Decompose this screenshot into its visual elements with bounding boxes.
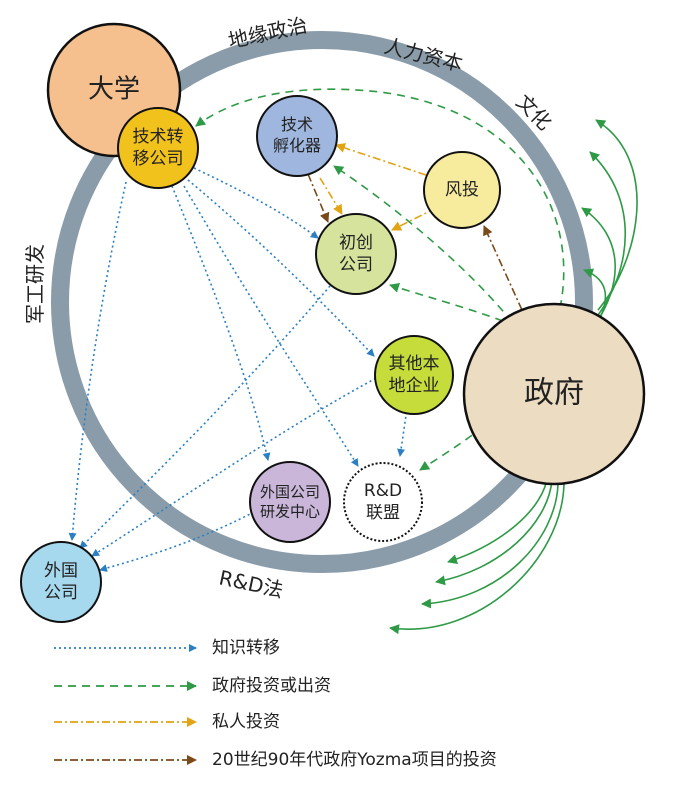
local-to-rd-alliance-arrow bbox=[397, 401, 409, 457]
tto-to-foreign-arrow bbox=[68, 181, 127, 541]
legend-item-gov-investment: 政府投资或出资 bbox=[54, 676, 331, 696]
legend-label-gov-investment: 政府投资或出资 bbox=[212, 676, 331, 696]
node-label: R&D bbox=[364, 481, 402, 501]
node-label: 外国 bbox=[44, 561, 78, 581]
ring-label-rd-law: R&D法 bbox=[217, 565, 285, 602]
nodes-layer: 大学技术转移公司技术孵化器风投初创公司其他本地企业政府外国公司研发中心R&D联盟… bbox=[20, 22, 646, 623]
tto-to-foreign-rd-arrow bbox=[171, 185, 271, 461]
gov-to-tto-arrow bbox=[195, 88, 565, 309]
node-label: 联盟 bbox=[366, 503, 400, 523]
yozma-investment-arrows bbox=[307, 173, 523, 311]
node-circle bbox=[315, 213, 397, 295]
node-label: 研发中心 bbox=[260, 502, 320, 520]
tto-to-local-arrow bbox=[187, 179, 375, 357]
node-circle bbox=[374, 335, 454, 415]
legend-label-knowledge-transfer: 知识转移 bbox=[212, 638, 280, 658]
tto-to-startup-arrow bbox=[193, 167, 319, 239]
node-circle bbox=[117, 107, 199, 189]
incubator-to-startup-yozma-arrow bbox=[307, 173, 330, 223]
node-label: 风投 bbox=[445, 180, 479, 200]
ecosystem-ring bbox=[51, 31, 593, 573]
legend-item-private-investment: 私人投资 bbox=[54, 712, 280, 732]
node-circle bbox=[462, 302, 646, 486]
gov-external-arrow bbox=[447, 473, 549, 564]
knowledge-transfer-arrows bbox=[68, 167, 409, 572]
node-government: 政府 bbox=[462, 302, 646, 486]
node-label: 其他本 bbox=[389, 354, 440, 374]
gov-external-arrow bbox=[389, 483, 565, 635]
gov-to-rd-alliance-arrow bbox=[419, 417, 495, 471]
legend-label-yozma-investment: 20世纪90年代政府Yozma项目的投资 bbox=[212, 750, 497, 770]
legend-label-private-investment: 私人投资 bbox=[212, 712, 280, 732]
node-circle bbox=[20, 541, 102, 623]
gov-to-incubator-arrow bbox=[333, 165, 513, 323]
startup-to-foreign-arrow bbox=[79, 285, 331, 549]
node-rd-alliance: R&D联盟 bbox=[343, 462, 423, 542]
gov-external-arrow bbox=[435, 479, 553, 586]
gov-external-arrow bbox=[421, 483, 559, 609]
node-circle bbox=[256, 95, 338, 177]
node-foreign: 外国公司 bbox=[20, 541, 102, 623]
legend: 知识转移 政府投资或出资 私人投资 20世纪90年代政府Yozma项目的投资 bbox=[54, 638, 497, 770]
node-label: 孵化器 bbox=[273, 136, 321, 155]
local-to-foreign-arrow bbox=[91, 375, 381, 557]
node-label: 大学 bbox=[88, 75, 140, 105]
node-label: 公司 bbox=[339, 255, 373, 275]
private-investment-arrows bbox=[319, 143, 437, 231]
node-label: 移公司 bbox=[133, 149, 184, 169]
node-label: 公司 bbox=[44, 583, 78, 603]
incubator-to-startup-gold-arrow bbox=[319, 177, 343, 215]
foreign-rd-to-foreign-arrow bbox=[99, 511, 255, 572]
node-circle bbox=[343, 462, 423, 542]
node-label: 初创 bbox=[339, 233, 373, 253]
node-label: 地企业 bbox=[389, 376, 440, 396]
node-label: 技术转 bbox=[133, 127, 184, 147]
node-circle bbox=[423, 151, 501, 229]
node-vc: 风投 bbox=[423, 151, 501, 229]
gov-to-startup-arrow bbox=[389, 283, 517, 327]
legend-item-knowledge-transfer: 知识转移 bbox=[54, 638, 280, 658]
legend-item-yozma-investment: 20世纪90年代政府Yozma项目的投资 bbox=[54, 750, 497, 770]
node-label: 外国公司 bbox=[260, 483, 320, 501]
node-label: 技术 bbox=[281, 115, 313, 134]
vc-to-incubator-arrow bbox=[335, 143, 427, 176]
gov-external-arrow bbox=[589, 151, 626, 319]
gov-to-vc-yozma-arrow bbox=[483, 225, 523, 311]
ring-label-military-rd: 军工研发 bbox=[23, 244, 47, 324]
node-label: 政府 bbox=[524, 376, 584, 411]
node-circle bbox=[249, 461, 331, 543]
tto-to-rd-alliance-arrow bbox=[183, 185, 359, 467]
